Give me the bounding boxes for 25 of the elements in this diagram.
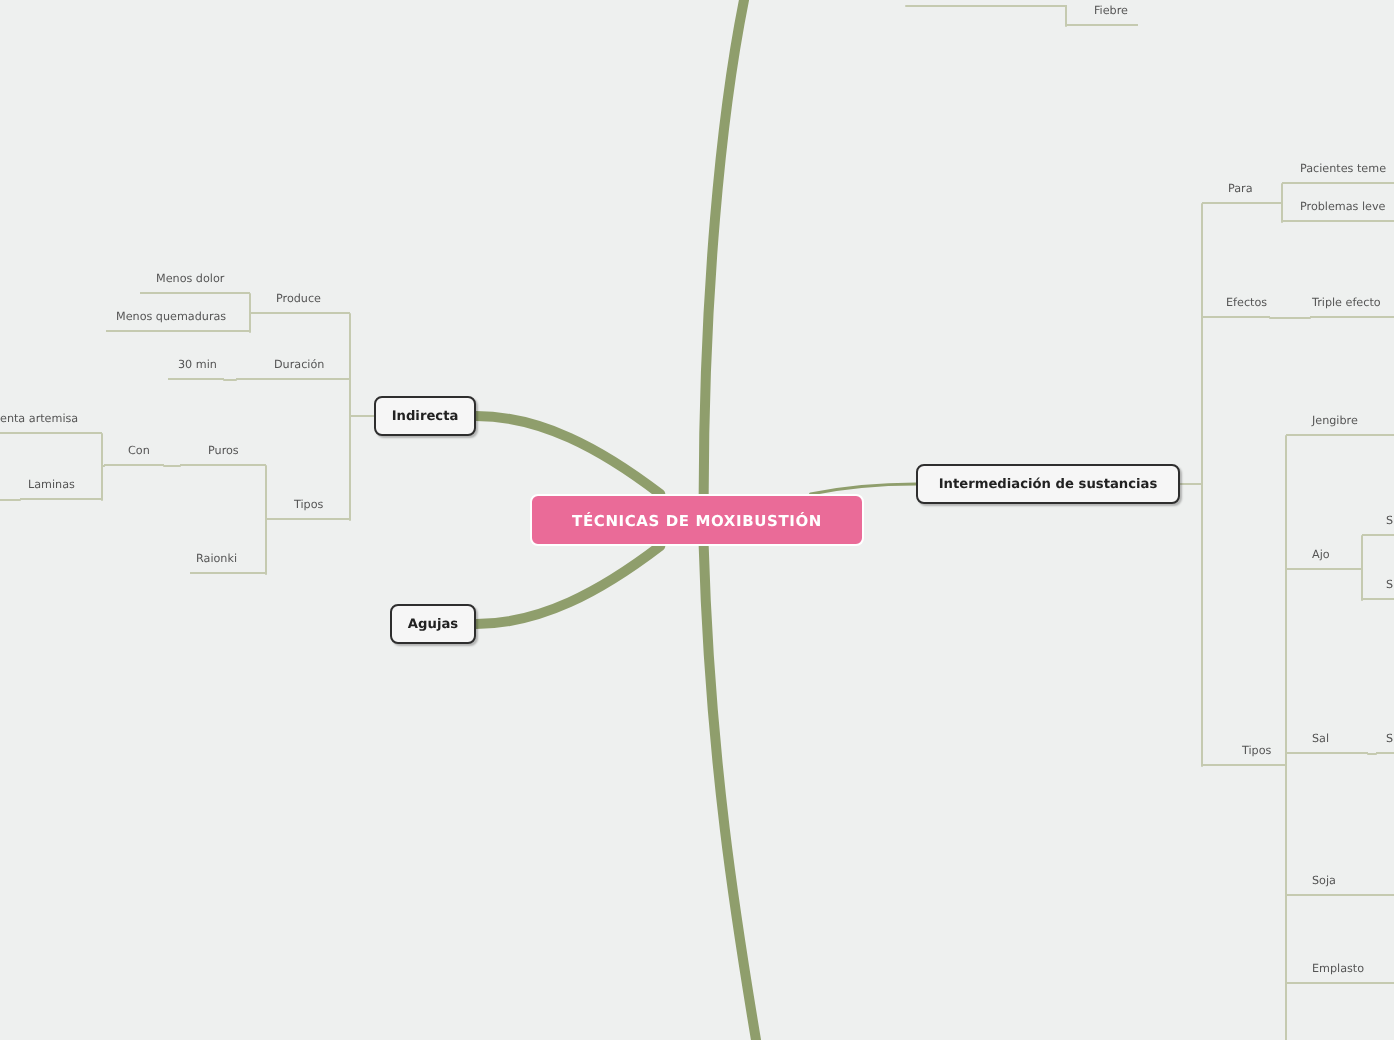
branch-line: [1281, 183, 1283, 205]
branch-line: [1285, 765, 1287, 1040]
branch-line: [1179, 483, 1203, 767]
branch-line: [905, 5, 1067, 27]
main-branch-line: [698, 541, 761, 1040]
branch-line: [265, 465, 267, 521]
branch-line: [1269, 317, 1311, 319]
branch-line: [809, 482, 918, 496]
main-branch-line: [698, 0, 749, 499]
branch-line: [1361, 535, 1363, 571]
branch-line: [1281, 203, 1283, 223]
branch-line: [1285, 753, 1287, 767]
branch-line: [249, 293, 251, 315]
main-branch-line: [471, 541, 666, 629]
branch-line: [1367, 753, 1377, 755]
branch-line: [163, 465, 181, 467]
branch-line: [0, 499, 21, 501]
branch-line: [223, 379, 237, 381]
branch-line: [349, 415, 375, 521]
branch-line: [249, 313, 251, 333]
branch-line: [265, 519, 267, 575]
branch-line: [1361, 569, 1363, 601]
branch-line: [101, 433, 105, 467]
main-branch-line: [471, 411, 666, 499]
branch-line: [101, 465, 105, 501]
